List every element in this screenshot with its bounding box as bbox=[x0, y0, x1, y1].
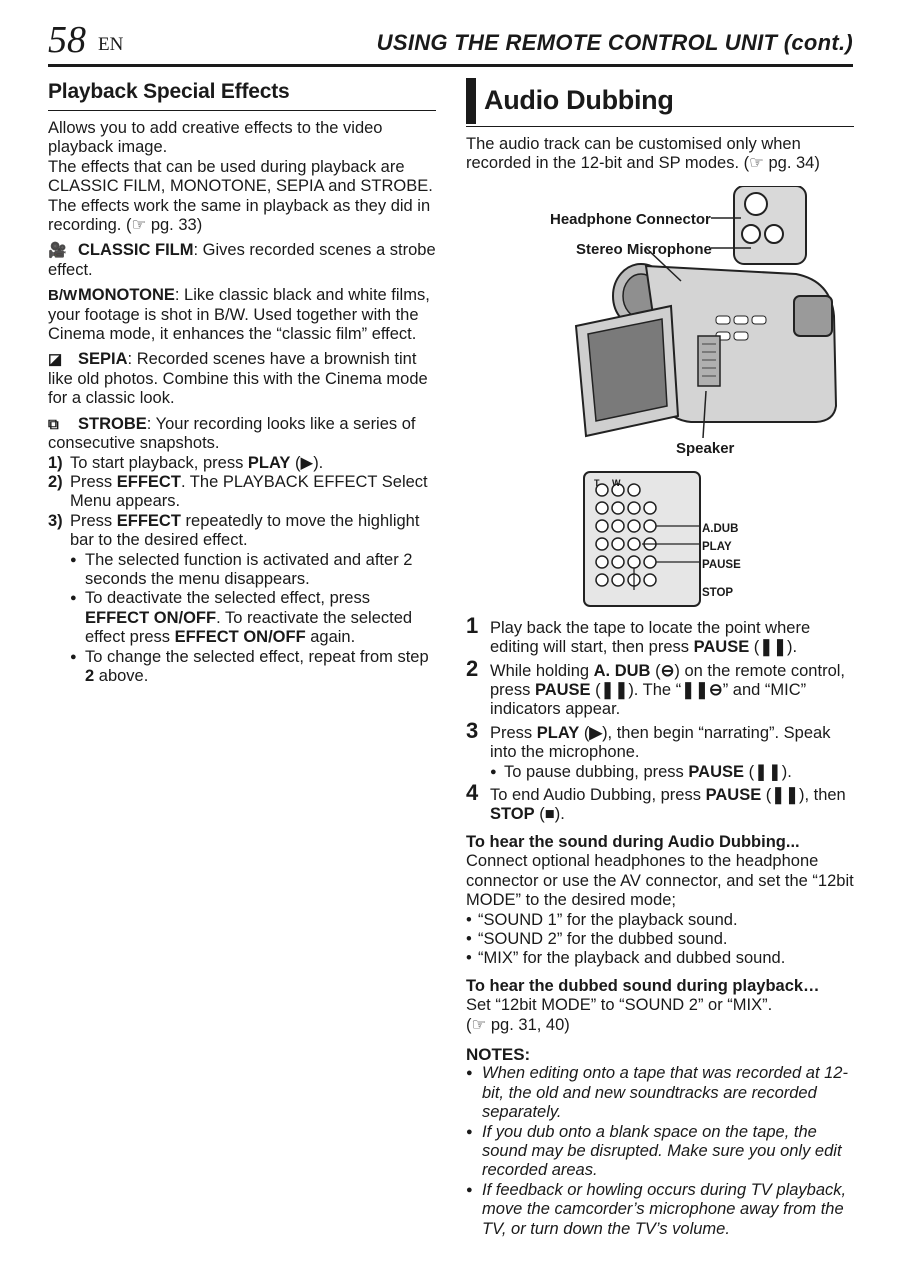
hear-during-title: To hear the sound during Audio Dubbing..… bbox=[466, 832, 800, 851]
substep-bold: EFFECT ON/OFF bbox=[174, 628, 306, 647]
substep-b: To deactivate the selected effect, press… bbox=[48, 589, 436, 647]
effect-desc: : Recorded scenes have a brownish tint l… bbox=[48, 350, 428, 408]
section-title-playback-effects: Playback Special Effects bbox=[48, 78, 436, 111]
title-bar bbox=[466, 78, 476, 124]
step-text: Press bbox=[70, 511, 117, 530]
step-number: 2) bbox=[48, 472, 63, 491]
effect-classic-film: 🎥 CLASSIC FILM: Gives recorded scenes a s… bbox=[48, 241, 436, 280]
dub-step-2: 2 While holding A. DUB (⊖) on the remote … bbox=[466, 655, 854, 720]
dub-step-3: 3 Press PLAY (▶), then begin “narrating”.… bbox=[466, 717, 854, 763]
hear-playback-text: Set “12bit MODE” to “SOUND 2” or “MIX”. bbox=[466, 996, 773, 1015]
note-item: If you dub onto a blank space on the tap… bbox=[466, 1123, 854, 1181]
step-text: repeatedly to move the highlight bar to … bbox=[70, 511, 420, 550]
page-language: EN bbox=[98, 34, 124, 55]
effect-desc: : Your recording looks like a series of … bbox=[48, 414, 416, 453]
substep-bold: 2 bbox=[85, 666, 95, 685]
strobe-icon: ⧉ bbox=[48, 415, 59, 433]
effect-strobe: ⧉ STROBE: Your recording looks like a ser… bbox=[48, 415, 436, 454]
substep-a: The selected function is activated and a… bbox=[48, 551, 436, 590]
step-1: 1) To start playback, press PLAY (▶). bbox=[48, 454, 436, 473]
remote-label-stop: STOP bbox=[702, 586, 734, 599]
effect-monotone: B/WMONOTONE: Like classic black and whit… bbox=[48, 286, 436, 344]
step-text: To start playback, press bbox=[70, 453, 248, 472]
list-item: “SOUND 2” for the dubbed sound. bbox=[466, 930, 854, 950]
bw-icon: B/W bbox=[48, 287, 78, 305]
effect-desc: : Gives recorded scenes a strobe effect. bbox=[48, 241, 436, 279]
page-header: 58 EN USING THE REMOTE CONTROL UNIT (con… bbox=[48, 18, 853, 68]
page-heading: USING THE REMOTE CONTROL UNIT (cont.) bbox=[376, 30, 853, 55]
label-speaker: Speaker bbox=[676, 439, 735, 457]
substep-text: (❚❚). bbox=[744, 762, 792, 781]
note-item: If feedback or howling occurs during TV … bbox=[466, 1181, 854, 1239]
remote-label-play: PLAY bbox=[702, 540, 732, 553]
hear-during-text: Connect optional headphones to the headp… bbox=[466, 852, 854, 910]
dub-step-4: 4 To end Audio Dubbing, press PAUSE (❚❚),… bbox=[466, 780, 854, 825]
substep-c: To change the selected effect, repeat fr… bbox=[48, 648, 436, 687]
header-rule bbox=[48, 64, 853, 67]
substep-text: . To reactivate the selected effect pres… bbox=[85, 608, 413, 647]
substep-text: To deactivate the selected effect, press bbox=[85, 589, 370, 608]
step-number: 2 bbox=[466, 655, 479, 681]
remote-control-illustration bbox=[583, 470, 701, 607]
step-number: 1) bbox=[48, 453, 63, 472]
film-camera-icon: 🎥 bbox=[48, 242, 67, 260]
section-title-text: Audio Dubbing bbox=[484, 85, 674, 115]
step-bold: EFFECT bbox=[116, 472, 181, 491]
step-number: 3 bbox=[466, 717, 479, 743]
left-column: Playback Special Effects Allows you to a… bbox=[48, 78, 436, 686]
substep-text: To change the selected effect, repeat fr… bbox=[85, 647, 429, 666]
dub-step-1: 1 Play back the tape to locate the point … bbox=[466, 612, 854, 658]
step-bold: PLAY bbox=[247, 453, 291, 472]
list-item: “MIX” for the playback and dubbed sound. bbox=[466, 949, 854, 969]
substep-text: To pause dubbing, press bbox=[504, 762, 689, 781]
hear-playback-ref: (☞ pg. 31, 40) bbox=[466, 1015, 570, 1034]
list-item: “SOUND 1” for the playback sound. bbox=[466, 911, 854, 931]
step-number: 3) bbox=[48, 511, 63, 530]
effect-name: MONOTONE bbox=[78, 286, 175, 305]
effect-name: SEPIA bbox=[78, 350, 128, 369]
step-2: 2) Press EFFECT. The PLAYBACK EFFECT Sele… bbox=[48, 473, 436, 512]
step-bold: EFFECT bbox=[116, 511, 181, 530]
step-3: 3) Press EFFECT repeatedly to move the hi… bbox=[48, 512, 436, 551]
remote-label-w: W bbox=[612, 477, 621, 488]
substep-text: again. bbox=[305, 628, 356, 647]
step-text: Play back the tape to locate the point w… bbox=[490, 618, 811, 657]
step-text: Press bbox=[70, 472, 117, 491]
dub-step-3-sub: To pause dubbing, press PAUSE (❚❚). bbox=[466, 762, 854, 783]
effect-sepia: ◪ SEPIA: Recorded scenes have a brownish … bbox=[48, 350, 436, 408]
remote-label-t: T bbox=[594, 477, 600, 488]
effect-name: STROBE bbox=[78, 414, 147, 433]
step-text: Press PLAY (▶), then begin “narrating”. … bbox=[490, 723, 831, 762]
camcorder-illustration bbox=[574, 185, 838, 438]
step-text: . The PLAYBACK EFFECT Select Menu appear… bbox=[70, 472, 428, 511]
step-number: 1 bbox=[466, 612, 479, 638]
step-number: 4 bbox=[466, 780, 479, 806]
sepia-icon: ◪ bbox=[48, 351, 63, 369]
right-column: Audio Dubbing The audio track can be cus… bbox=[466, 78, 854, 1239]
page-number: 58 bbox=[48, 19, 86, 61]
step-text: (▶). bbox=[290, 453, 324, 472]
hear-playback-title: To hear the dubbed sound during playback… bbox=[466, 976, 820, 995]
label-stereo-microphone: Stereo Microphone bbox=[576, 240, 712, 258]
effect-name: CLASSIC FILM bbox=[78, 241, 194, 260]
substep-bold: PAUSE bbox=[688, 762, 745, 781]
remote-label-adub: A.DUB bbox=[702, 522, 739, 535]
substep-bold: EFFECT ON/OFF bbox=[85, 608, 217, 627]
intro-paragraph-1: Allows you to add creative effects to th… bbox=[48, 119, 383, 157]
substep-text: above. bbox=[94, 666, 149, 685]
camcorder-diagram: Headphone Connector Stereo Microphone Sp… bbox=[466, 185, 854, 611]
label-headphone-connector: Headphone Connector bbox=[550, 210, 711, 228]
remote-label-pause: PAUSE bbox=[702, 558, 741, 571]
intro-paragraph-2: The effects that can be used during play… bbox=[48, 157, 433, 235]
audio-intro: The audio track can be customised only w… bbox=[466, 135, 820, 173]
step-text: While holding A. DUB (⊖) on the remote c… bbox=[490, 661, 845, 719]
step-text: To end Audio Dubbing, press PAUSE (❚❚), … bbox=[490, 786, 846, 824]
effect-desc: : Like classic black and white films, yo… bbox=[48, 286, 430, 344]
section-title-audio-dubbing: Audio Dubbing bbox=[466, 78, 854, 127]
notes-title: NOTES: bbox=[466, 1044, 531, 1064]
note-item: When editing onto a tape that was record… bbox=[466, 1064, 854, 1122]
